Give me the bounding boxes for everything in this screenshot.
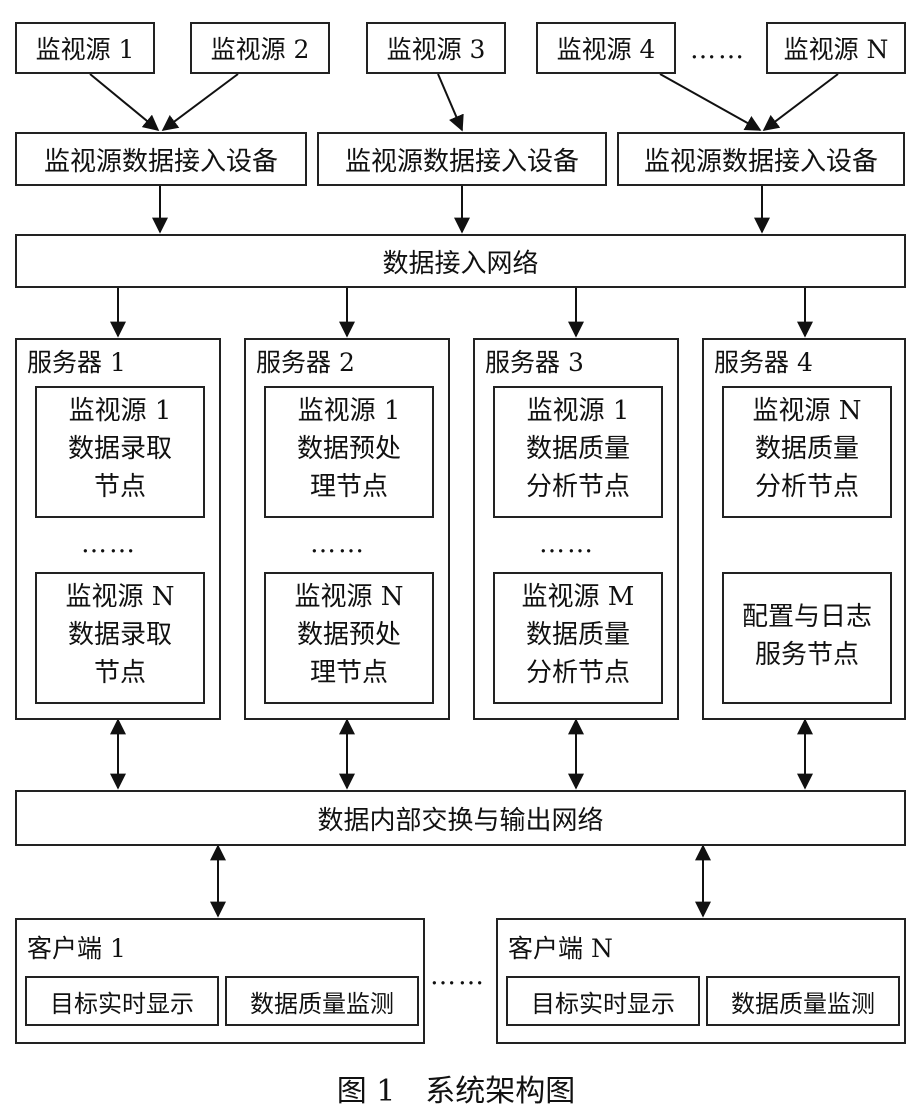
node-ellipsis: …… xyxy=(310,529,366,559)
node-line: 服务节点 xyxy=(754,640,859,670)
node-line: 配置与日志 xyxy=(741,602,872,632)
server-4: 服务器 4 监视源 N 数据质量 分析节点 配置与日志 服务节点 xyxy=(702,338,906,720)
node-line: 监视源 1 xyxy=(526,396,630,426)
access-device-2: 监视源数据接入设备 xyxy=(317,132,607,186)
figure-caption: 图 1 系统架构图 xyxy=(336,1074,576,1109)
server-title: 服务器 2 xyxy=(256,348,355,377)
node-line: 监视源 1 xyxy=(68,396,172,426)
source-label: 监视源 4 xyxy=(556,35,656,64)
node-line: 数据质量 xyxy=(525,620,630,650)
client-title: 客户端 1 xyxy=(27,934,126,963)
source-label: 监视源 2 xyxy=(210,35,310,64)
node-line: 监视源 N xyxy=(294,582,404,612)
source-ellipsis: …… xyxy=(690,35,746,65)
source-box-2: 监视源 2 xyxy=(190,22,330,74)
module-label: 目标实时显示 xyxy=(531,989,675,1018)
access-network-label: 数据接入网络 xyxy=(382,248,539,279)
client-module-quality-monitor: 数据质量监测 xyxy=(225,976,419,1026)
arrow-sourceN-device3 xyxy=(762,73,839,131)
source-box-1: 监视源 1 xyxy=(15,22,155,74)
server-node-bottom: 监视源 N 数据预处 理节点 xyxy=(264,572,434,704)
node-line: 监视源 M xyxy=(521,582,635,612)
source-box-4: 监视源 4 xyxy=(536,22,676,74)
client-title: 客户端 N xyxy=(508,934,613,963)
access-device-label: 监视源数据接入设备 xyxy=(43,146,278,177)
source-label: 监视源 3 xyxy=(386,35,486,64)
node-line: 分析节点 xyxy=(754,472,859,502)
module-label: 目标实时显示 xyxy=(50,989,194,1018)
node-line: 监视源 N xyxy=(65,582,175,612)
access-device-1: 监视源数据接入设备 xyxy=(15,132,307,186)
server-title: 服务器 3 xyxy=(485,348,584,377)
node-line: 理节点 xyxy=(309,472,388,502)
node-ellipsis: …… xyxy=(81,529,137,559)
access-device-3: 监视源数据接入设备 xyxy=(617,132,905,186)
node-line: 数据预处 xyxy=(296,620,401,650)
client-ellipsis: …… xyxy=(430,961,486,991)
node-line: 理节点 xyxy=(309,658,388,688)
server-1: 服务器 1 监视源 1 数据录取 节点 …… 监视源 N 数据录取 节点 xyxy=(15,338,221,720)
arrow-source1-device1 xyxy=(89,73,160,132)
access-device-label: 监视源数据接入设备 xyxy=(344,146,579,177)
node-line: 监视源 N xyxy=(752,396,862,426)
node-line: 数据录取 xyxy=(67,620,172,650)
client-n: 客户端 N 目标实时显示 数据质量监测 xyxy=(496,918,906,1044)
node-line: 数据质量 xyxy=(525,434,630,464)
node-line: 数据预处 xyxy=(296,434,401,464)
module-label: 数据质量监测 xyxy=(731,989,875,1018)
server-node-top: 监视源 1 数据预处 理节点 xyxy=(264,386,434,518)
node-line: 分析节点 xyxy=(525,658,630,688)
module-label: 数据质量监测 xyxy=(250,989,394,1018)
node-line: 数据录取 xyxy=(67,434,172,464)
node-ellipsis: …… xyxy=(539,529,595,559)
source-label: 监视源 1 xyxy=(35,35,135,64)
server-node-top: 监视源 1 数据录取 节点 xyxy=(35,386,205,518)
arrow-source4-device3 xyxy=(659,73,762,131)
server-3: 服务器 3 监视源 1 数据质量 分析节点 …… 监视源 M 数据质量 分析节点 xyxy=(473,338,679,720)
client-module-realtime-display: 目标实时显示 xyxy=(506,976,700,1026)
server-node-top: 监视源 N 数据质量 分析节点 xyxy=(722,386,892,518)
source-box-n: 监视源 N xyxy=(766,22,906,74)
exchange-network-label: 数据内部交换与输出网络 xyxy=(317,805,604,836)
source-box-3: 监视源 3 xyxy=(366,22,506,74)
server-title: 服务器 1 xyxy=(27,348,126,377)
client-module-realtime-display: 目标实时显示 xyxy=(25,976,219,1026)
client-module-quality-monitor: 数据质量监测 xyxy=(706,976,900,1026)
exchange-network: 数据内部交换与输出网络 xyxy=(15,790,906,846)
server-node-bottom: 监视源 M 数据质量 分析节点 xyxy=(493,572,663,704)
server-node-top: 监视源 1 数据质量 分析节点 xyxy=(493,386,663,518)
access-network: 数据接入网络 xyxy=(15,234,906,288)
arrow-source3-device2 xyxy=(437,73,464,132)
client-1: 客户端 1 目标实时显示 数据质量监测 xyxy=(15,918,425,1044)
server-node-config-log: 配置与日志 服务节点 xyxy=(722,572,892,704)
source-label: 监视源 N xyxy=(783,35,889,64)
arrow-source2-device1 xyxy=(161,73,239,131)
node-line: 监视源 1 xyxy=(297,396,401,426)
node-line: 分析节点 xyxy=(525,472,630,502)
node-line: 节点 xyxy=(93,472,146,502)
node-line: 节点 xyxy=(93,658,146,688)
node-line: 数据质量 xyxy=(754,434,859,464)
server-title: 服务器 4 xyxy=(714,348,813,377)
server-node-bottom: 监视源 N 数据录取 节点 xyxy=(35,572,205,704)
server-2: 服务器 2 监视源 1 数据预处 理节点 …… 监视源 N 数据预处 理节点 xyxy=(244,338,450,720)
access-device-label: 监视源数据接入设备 xyxy=(643,146,878,177)
